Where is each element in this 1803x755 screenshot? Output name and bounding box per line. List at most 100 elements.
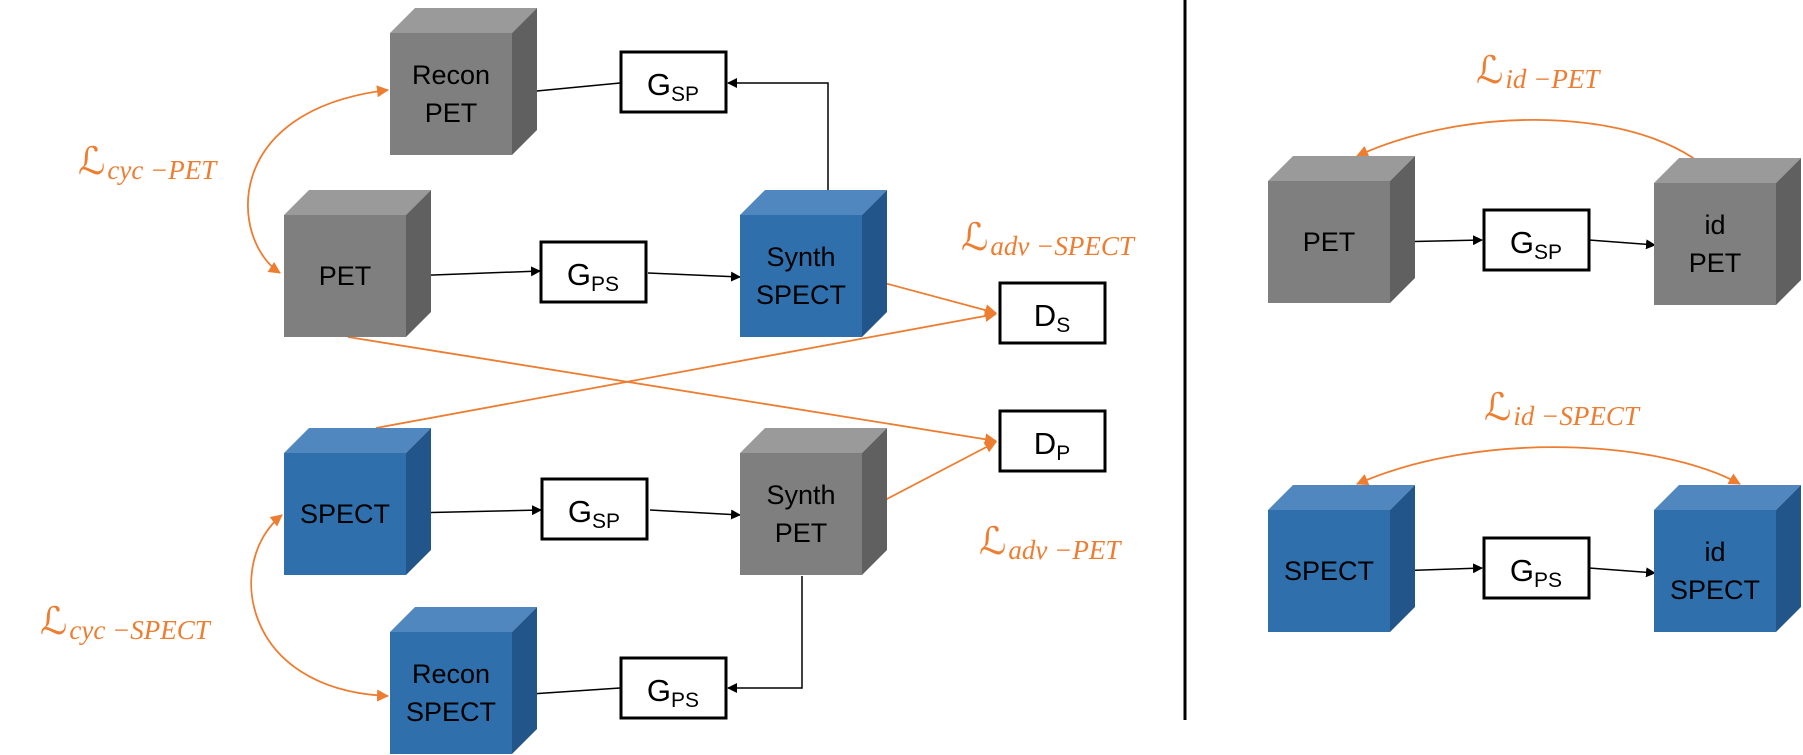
spect-right-cube: SPECT xyxy=(1268,485,1415,632)
arrow-gsp-to-id-pet xyxy=(1588,239,1656,250)
adv-pet-to-dp xyxy=(347,336,997,446)
cubes-layer: ReconPETPETSynthSPECTSPECTSynthPETReconS… xyxy=(284,8,1801,754)
id-pet-cube-label-0: id xyxy=(1704,210,1725,240)
id-spect-cube-side-face xyxy=(1776,485,1801,632)
id-spect-cube-label-1: SPECT xyxy=(1670,575,1760,605)
svg-text:GSP: GSP xyxy=(647,67,699,106)
synth-spect-cube-label-0: Synth xyxy=(766,242,835,272)
synth-pet-cube-top-face xyxy=(740,428,887,453)
g-ps-bottom-main: G xyxy=(647,673,671,708)
pet-cube-label-0: PET xyxy=(319,261,372,291)
id-spect-cube-label-0: id xyxy=(1704,537,1725,567)
id-spect-cube-top-face xyxy=(1654,485,1801,510)
synth-pet-cube-front-face xyxy=(740,453,862,575)
spect-cube: SPECT xyxy=(284,428,431,575)
adv-spect-to-ds xyxy=(375,310,997,429)
recon-pet-cube-label-0: Recon xyxy=(412,60,490,90)
recon-spect-cube-label-1: SPECT xyxy=(406,697,496,727)
recon-pet-cube-side-face xyxy=(512,8,537,155)
recon-spect-cube-top-face xyxy=(390,607,537,632)
g-ps-mid-box: GPS xyxy=(539,240,648,304)
recon-spect-cube-front-face xyxy=(390,632,512,754)
loss-adv-pet-label: ℒadv −PET xyxy=(979,519,1122,565)
d-p-sub: P xyxy=(1056,442,1070,465)
id-pet-cube-label-1: PET xyxy=(1689,248,1742,278)
g-sp-right-main: G xyxy=(1510,225,1534,260)
spect-right-cube-side-face xyxy=(1390,485,1415,632)
g-ps-bottom-sub: PS xyxy=(671,689,699,712)
loss-id-pet-label: ℒid −PET xyxy=(1476,48,1601,94)
spect-cube-top-face xyxy=(284,428,431,453)
id-spect-cube-front-face xyxy=(1654,510,1776,632)
recon-pet-cube-front-face xyxy=(390,33,512,155)
recon-spect-cube-side-face xyxy=(512,607,537,754)
d-p-main: D xyxy=(1034,426,1056,461)
identity-spect-arrow xyxy=(1356,446,1741,486)
spect-right-cube-front-face xyxy=(1268,510,1390,632)
loss-cyc-pet-label: ℒcyc −PET xyxy=(78,139,218,185)
g-ps-mid-sub: PS xyxy=(591,273,619,296)
flow-arrows xyxy=(406,78,1656,700)
id-pet-cube-side-face xyxy=(1776,158,1801,305)
d-s-main: D xyxy=(1034,298,1056,333)
synth-spect-cube-side-face xyxy=(862,190,887,337)
g-sp-top-main: G xyxy=(647,67,671,102)
id-pet-cube-top-face xyxy=(1654,158,1801,183)
svg-text:DP: DP xyxy=(1034,426,1070,465)
pet-right-cube-side-face xyxy=(1390,156,1415,303)
g-ps-mid-main: G xyxy=(567,257,591,292)
pet-cube: PET xyxy=(284,190,431,337)
svg-text:GPS: GPS xyxy=(567,257,619,296)
pet-right-cube-label-0: PET xyxy=(1303,227,1356,257)
d-p-box: DP xyxy=(998,409,1107,473)
spect-cube-side-face xyxy=(406,428,431,575)
pet-cube-top-face xyxy=(284,190,431,215)
pet-cube-front-face xyxy=(284,215,406,337)
arrow-synth-spect-to-gsp xyxy=(727,78,829,190)
loss-adv-spect-label: ℒadv −SPECT xyxy=(961,215,1136,261)
pet-cube-side-face xyxy=(406,190,431,337)
recon-spect-cube-label-0: Recon xyxy=(412,659,490,689)
spect-cube-label-0: SPECT xyxy=(300,499,390,529)
g-sp-top-sub: SP xyxy=(671,83,699,106)
loss-cyc-spect-label: ℒcyc −SPECT xyxy=(40,599,212,645)
svg-text:GSP: GSP xyxy=(568,494,620,533)
loss-id-spect-label: ℒid −SPECT xyxy=(1484,385,1641,431)
g-sp-mid-box: GSP xyxy=(540,477,649,541)
svg-text:GPS: GPS xyxy=(647,673,699,712)
arrow-synth-pet-to-gps xyxy=(727,576,803,693)
cycle-pet-arrow xyxy=(247,85,389,274)
spect-right-cube-top-face xyxy=(1268,485,1415,510)
synth-pet-cube-label-0: Synth xyxy=(766,480,835,510)
g-sp-right-sub: SP xyxy=(1534,241,1562,264)
arrow-gps-to-id-spect xyxy=(1588,567,1656,578)
g-ps-right-main: G xyxy=(1510,553,1534,588)
identity-pet-arrow xyxy=(1356,118,1719,181)
svg-text:GSP: GSP xyxy=(1510,225,1562,264)
id-pet-cube-front-face xyxy=(1654,183,1776,305)
recon-pet-cube-label-1: PET xyxy=(425,98,478,128)
spect-cube-front-face xyxy=(284,453,406,575)
synth-spect-cube-top-face xyxy=(740,190,887,215)
cycle-spect-arrow xyxy=(250,514,389,702)
g-sp-right-box: GSP xyxy=(1482,208,1591,272)
arrow-gps-to-synth-spect xyxy=(647,271,741,282)
synth-spect-cube-label-1: SPECT xyxy=(756,280,846,310)
g-sp-mid-sub: SP xyxy=(592,510,620,533)
g-sp-mid-main: G xyxy=(568,494,592,529)
loss-arrows xyxy=(247,85,1741,702)
spect-right-cube-label-0: SPECT xyxy=(1284,556,1374,586)
svg-text:GPS: GPS xyxy=(1510,553,1562,592)
pet-right-cube: PET xyxy=(1268,156,1415,303)
svg-text:DS: DS xyxy=(1034,298,1070,337)
g-ps-right-sub: PS xyxy=(1534,569,1562,592)
d-s-sub: S xyxy=(1056,314,1070,337)
